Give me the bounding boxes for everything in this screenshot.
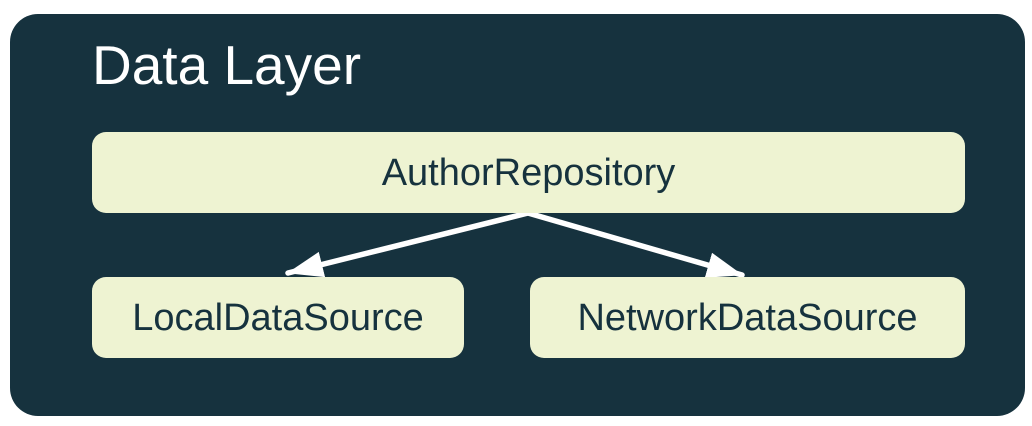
node-author-repository: AuthorRepository xyxy=(92,132,965,213)
node-author-repository-label: AuthorRepository xyxy=(381,151,676,194)
panel-title: Data Layer xyxy=(92,34,362,96)
node-network-data-source: NetworkDataSource xyxy=(530,277,965,358)
data-layer-panel: Data Layer AuthorRepository LocalDataSou… xyxy=(10,14,1025,416)
node-local-data-source: LocalDataSource xyxy=(92,277,464,358)
edge-repository-to-local xyxy=(285,210,531,278)
node-local-data-source-label: LocalDataSource xyxy=(132,296,424,339)
edge-repository-to-network xyxy=(525,210,745,278)
node-network-data-source-label: NetworkDataSource xyxy=(577,296,918,339)
